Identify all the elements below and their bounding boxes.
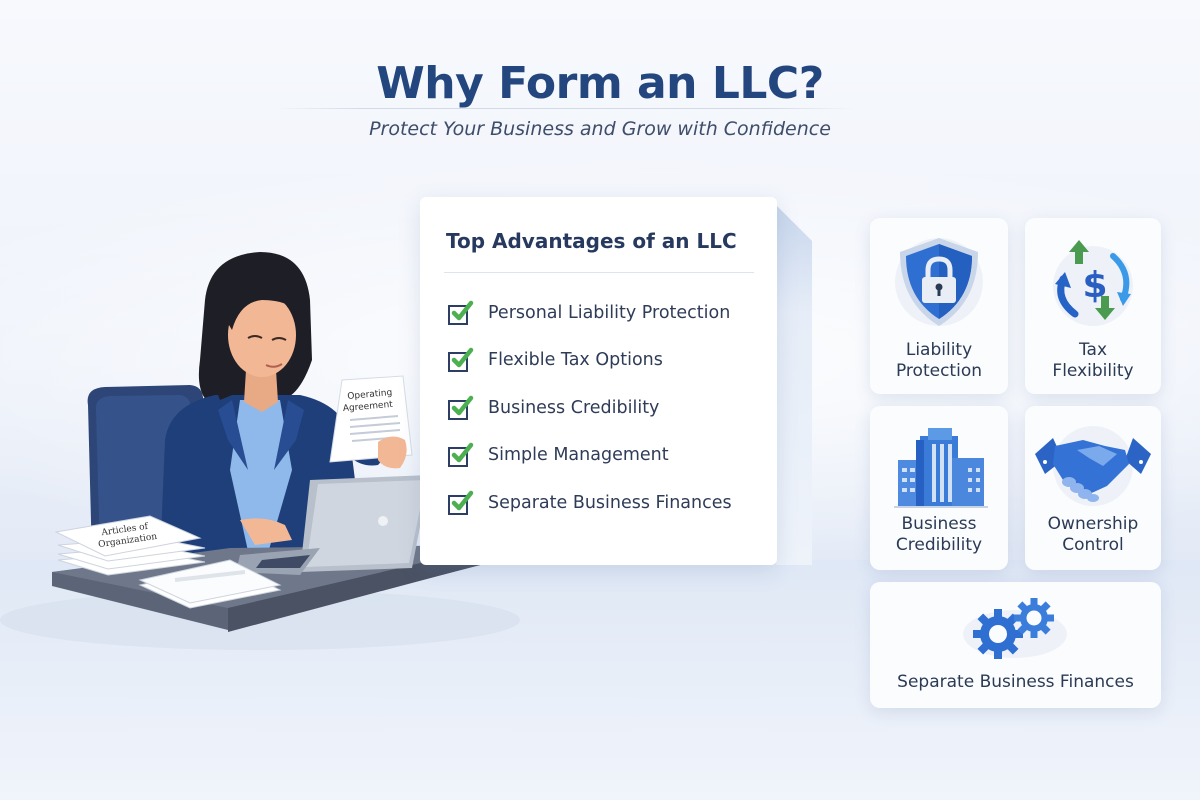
checkbox-checked-icon — [448, 395, 474, 420]
advantages-card-title: Top Advantages of an LLC — [446, 229, 737, 253]
office-buildings-icon — [894, 428, 988, 508]
advantage-item: Personal Liability Protection — [448, 289, 732, 337]
checkbox-checked-icon — [448, 300, 474, 325]
tile-liability-protection: Liability Protection — [870, 218, 1008, 394]
page-subtitle: Protect Your Business and Grow with Conf… — [369, 118, 831, 140]
tile-business-credibility: Business Credibility — [870, 406, 1008, 570]
tile-tax-flexibility: $ Tax Flexibility — [1025, 218, 1161, 394]
tile-label: Business Credibility — [895, 514, 983, 555]
operating-agreement-document: Operating Agreement — [329, 375, 413, 463]
advantage-label: Separate Business Finances — [488, 492, 732, 513]
title-divider — [275, 108, 855, 109]
tile-label: Liability Protection — [895, 340, 982, 381]
svg-text:$: $ — [1082, 265, 1107, 306]
advantage-item: Separate Business Finances — [448, 479, 732, 527]
advantage-label: Simple Management — [488, 445, 669, 466]
handshake-icon — [1035, 426, 1151, 506]
advantages-card: Top Advantages of an LLC Personal Liabil… — [420, 197, 777, 565]
tile-label: Tax Flexibility — [1052, 340, 1134, 381]
dollar-exchange-icon: $ — [1053, 240, 1133, 326]
advantage-item: Business Credibility — [448, 384, 732, 432]
laptop — [236, 475, 430, 575]
gears-icon — [963, 598, 1067, 659]
advantage-item: Simple Management — [448, 432, 732, 480]
advantages-list: Personal Liability Protection Flexible T… — [448, 289, 732, 527]
checkbox-checked-icon — [448, 348, 474, 373]
card-divider — [444, 272, 754, 273]
tile-separate-business-finances: Separate Business Finances — [870, 582, 1161, 708]
svg-text:Operating: Operating — [347, 388, 393, 402]
businesswoman-illustration: Operating Agreement Articles of Organiza… — [0, 252, 520, 650]
advantage-label: Business Credibility — [488, 397, 660, 418]
shield-lock-icon — [895, 238, 983, 326]
page-title: Why Form an LLC? — [376, 58, 824, 109]
advantage-item: Flexible Tax Options — [448, 337, 732, 385]
tile-ownership-control: Ownership Control — [1025, 406, 1161, 570]
checkbox-checked-icon — [448, 490, 474, 515]
tile-label: Separate Business Finances — [897, 672, 1134, 692]
advantage-label: Flexible Tax Options — [488, 350, 663, 371]
advantage-label: Personal Liability Protection — [488, 302, 731, 323]
loose-papers — [138, 559, 282, 609]
articles-of-organization-stack: Articles of Organization — [54, 515, 206, 576]
svg-text:Agreement: Agreement — [342, 400, 393, 414]
card-fold-edge — [776, 205, 812, 565]
checkbox-checked-icon — [448, 443, 474, 468]
tile-label: Ownership Control — [1047, 514, 1139, 555]
page-header: Why Form an LLC? — [0, 62, 1200, 106]
